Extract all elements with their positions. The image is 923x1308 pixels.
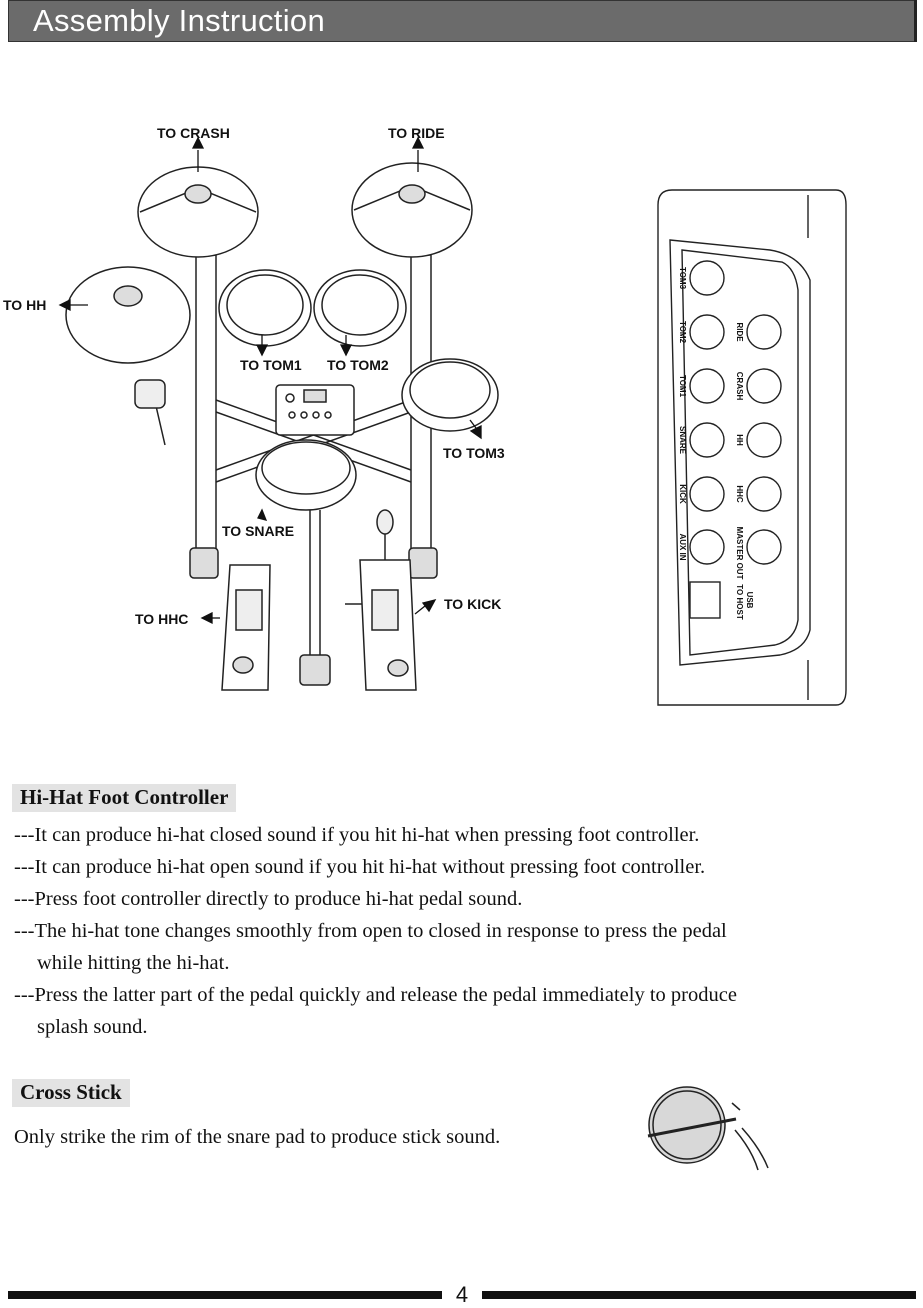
hihat-item-2: ---It can produce hi-hat open sound if y… (14, 851, 914, 883)
port-label-hh: HH (735, 434, 744, 446)
port-label-tom2: TOM2 (678, 321, 687, 344)
tom1-pad (218, 269, 312, 347)
snare-pad-inner-rim (652, 1090, 722, 1160)
footer-rule-right (482, 1291, 916, 1299)
hihat-pedal (221, 564, 271, 691)
motion-line-1 (734, 1129, 759, 1171)
port-label-hhc: HHC (735, 485, 744, 503)
hihat-item-1-text: ---It can produce hi-hat closed sound if… (14, 824, 700, 846)
hihat-instructions: ---It can produce hi-hat closed sound if… (14, 819, 914, 1043)
port-label-tom3: TOM3 (678, 267, 687, 290)
label-to-snare: TO SNARE (222, 523, 294, 539)
label-to-crash: TO CRASH (157, 125, 230, 141)
motion-line-2 (741, 1127, 769, 1169)
hihat-item-5: ---Press the latter part of the pedal qu… (14, 979, 914, 1043)
section-title-hihat-controller: Hi-Hat Foot Controller (12, 784, 237, 812)
kick-pedal (345, 509, 417, 691)
page-title: Assembly Instruction (33, 3, 325, 38)
label-to-hh: TO HH (3, 297, 46, 313)
hihat-item-2-text: ---It can produce hi-hat open sound if y… (14, 856, 706, 878)
label-to-ride: TO RIDE (388, 125, 445, 141)
label-to-tom3: TO TOM3 (443, 445, 505, 461)
ride-cymbal (351, 162, 473, 258)
port-label-ride: RIDE (735, 322, 744, 342)
tom3-pad (401, 358, 499, 432)
hihat-item-4-continuation: while hitting the hi-hat. (37, 952, 230, 974)
port-label-tom1: TOM1 (678, 375, 687, 398)
page-number: 4 (455, 1282, 469, 1307)
header-bar: Assembly Instruction (8, 0, 916, 42)
port-label-snare: SNARE (678, 426, 687, 455)
hihat-item-4: ---The hi-hat tone changes smoothly from… (14, 915, 914, 979)
port-label-to-host: TO HOST (735, 584, 744, 620)
crash-cymbal (137, 166, 259, 258)
drum-kit-diagram: TO CRASH TO RIDE TO HH TO TOM1 TO TOM2 T… (3, 125, 847, 706)
port-label-usb: USB (745, 592, 754, 609)
hit-mark (731, 1102, 741, 1111)
hihat-item-3-text: ---Press foot controller directly to pro… (14, 888, 523, 910)
footer-rule-left (8, 1291, 442, 1299)
port-label-kick: KICK (678, 484, 687, 504)
hihat-item-5-continuation: splash sound. (37, 1016, 148, 1038)
hihat-item-1: ---It can produce hi-hat closed sound if… (14, 819, 914, 851)
hihat-item-5-text: ---Press the latter part of the pedal qu… (14, 984, 737, 1006)
port-label-aux-in: AUX IN (678, 533, 687, 560)
port-label-master-out: MASTER OUT (735, 527, 744, 580)
drum-module (275, 384, 355, 436)
section-title-cross-stick: Cross Stick (12, 1079, 130, 1107)
label-to-tom1: TO TOM1 (240, 357, 302, 373)
label-to-kick: TO KICK (444, 596, 501, 612)
hihat-cymbal (65, 266, 191, 446)
hihat-item-4-text: ---The hi-hat tone changes smoothly from… (14, 920, 727, 942)
cross-stick-text: Only strike the rim of the snare pad to … (14, 1126, 501, 1148)
drum-stick (647, 1117, 737, 1138)
tom2-pad (313, 269, 407, 347)
label-to-hhc: TO HHC (135, 611, 188, 627)
label-to-tom2: TO TOM2 (327, 357, 389, 373)
port-label-crash: CRASH (735, 372, 744, 401)
hihat-item-3: ---Press foot controller directly to pro… (14, 883, 914, 915)
snare-pad-circle (648, 1086, 726, 1164)
snare-pad (255, 439, 357, 511)
header-end-rule (914, 0, 917, 42)
